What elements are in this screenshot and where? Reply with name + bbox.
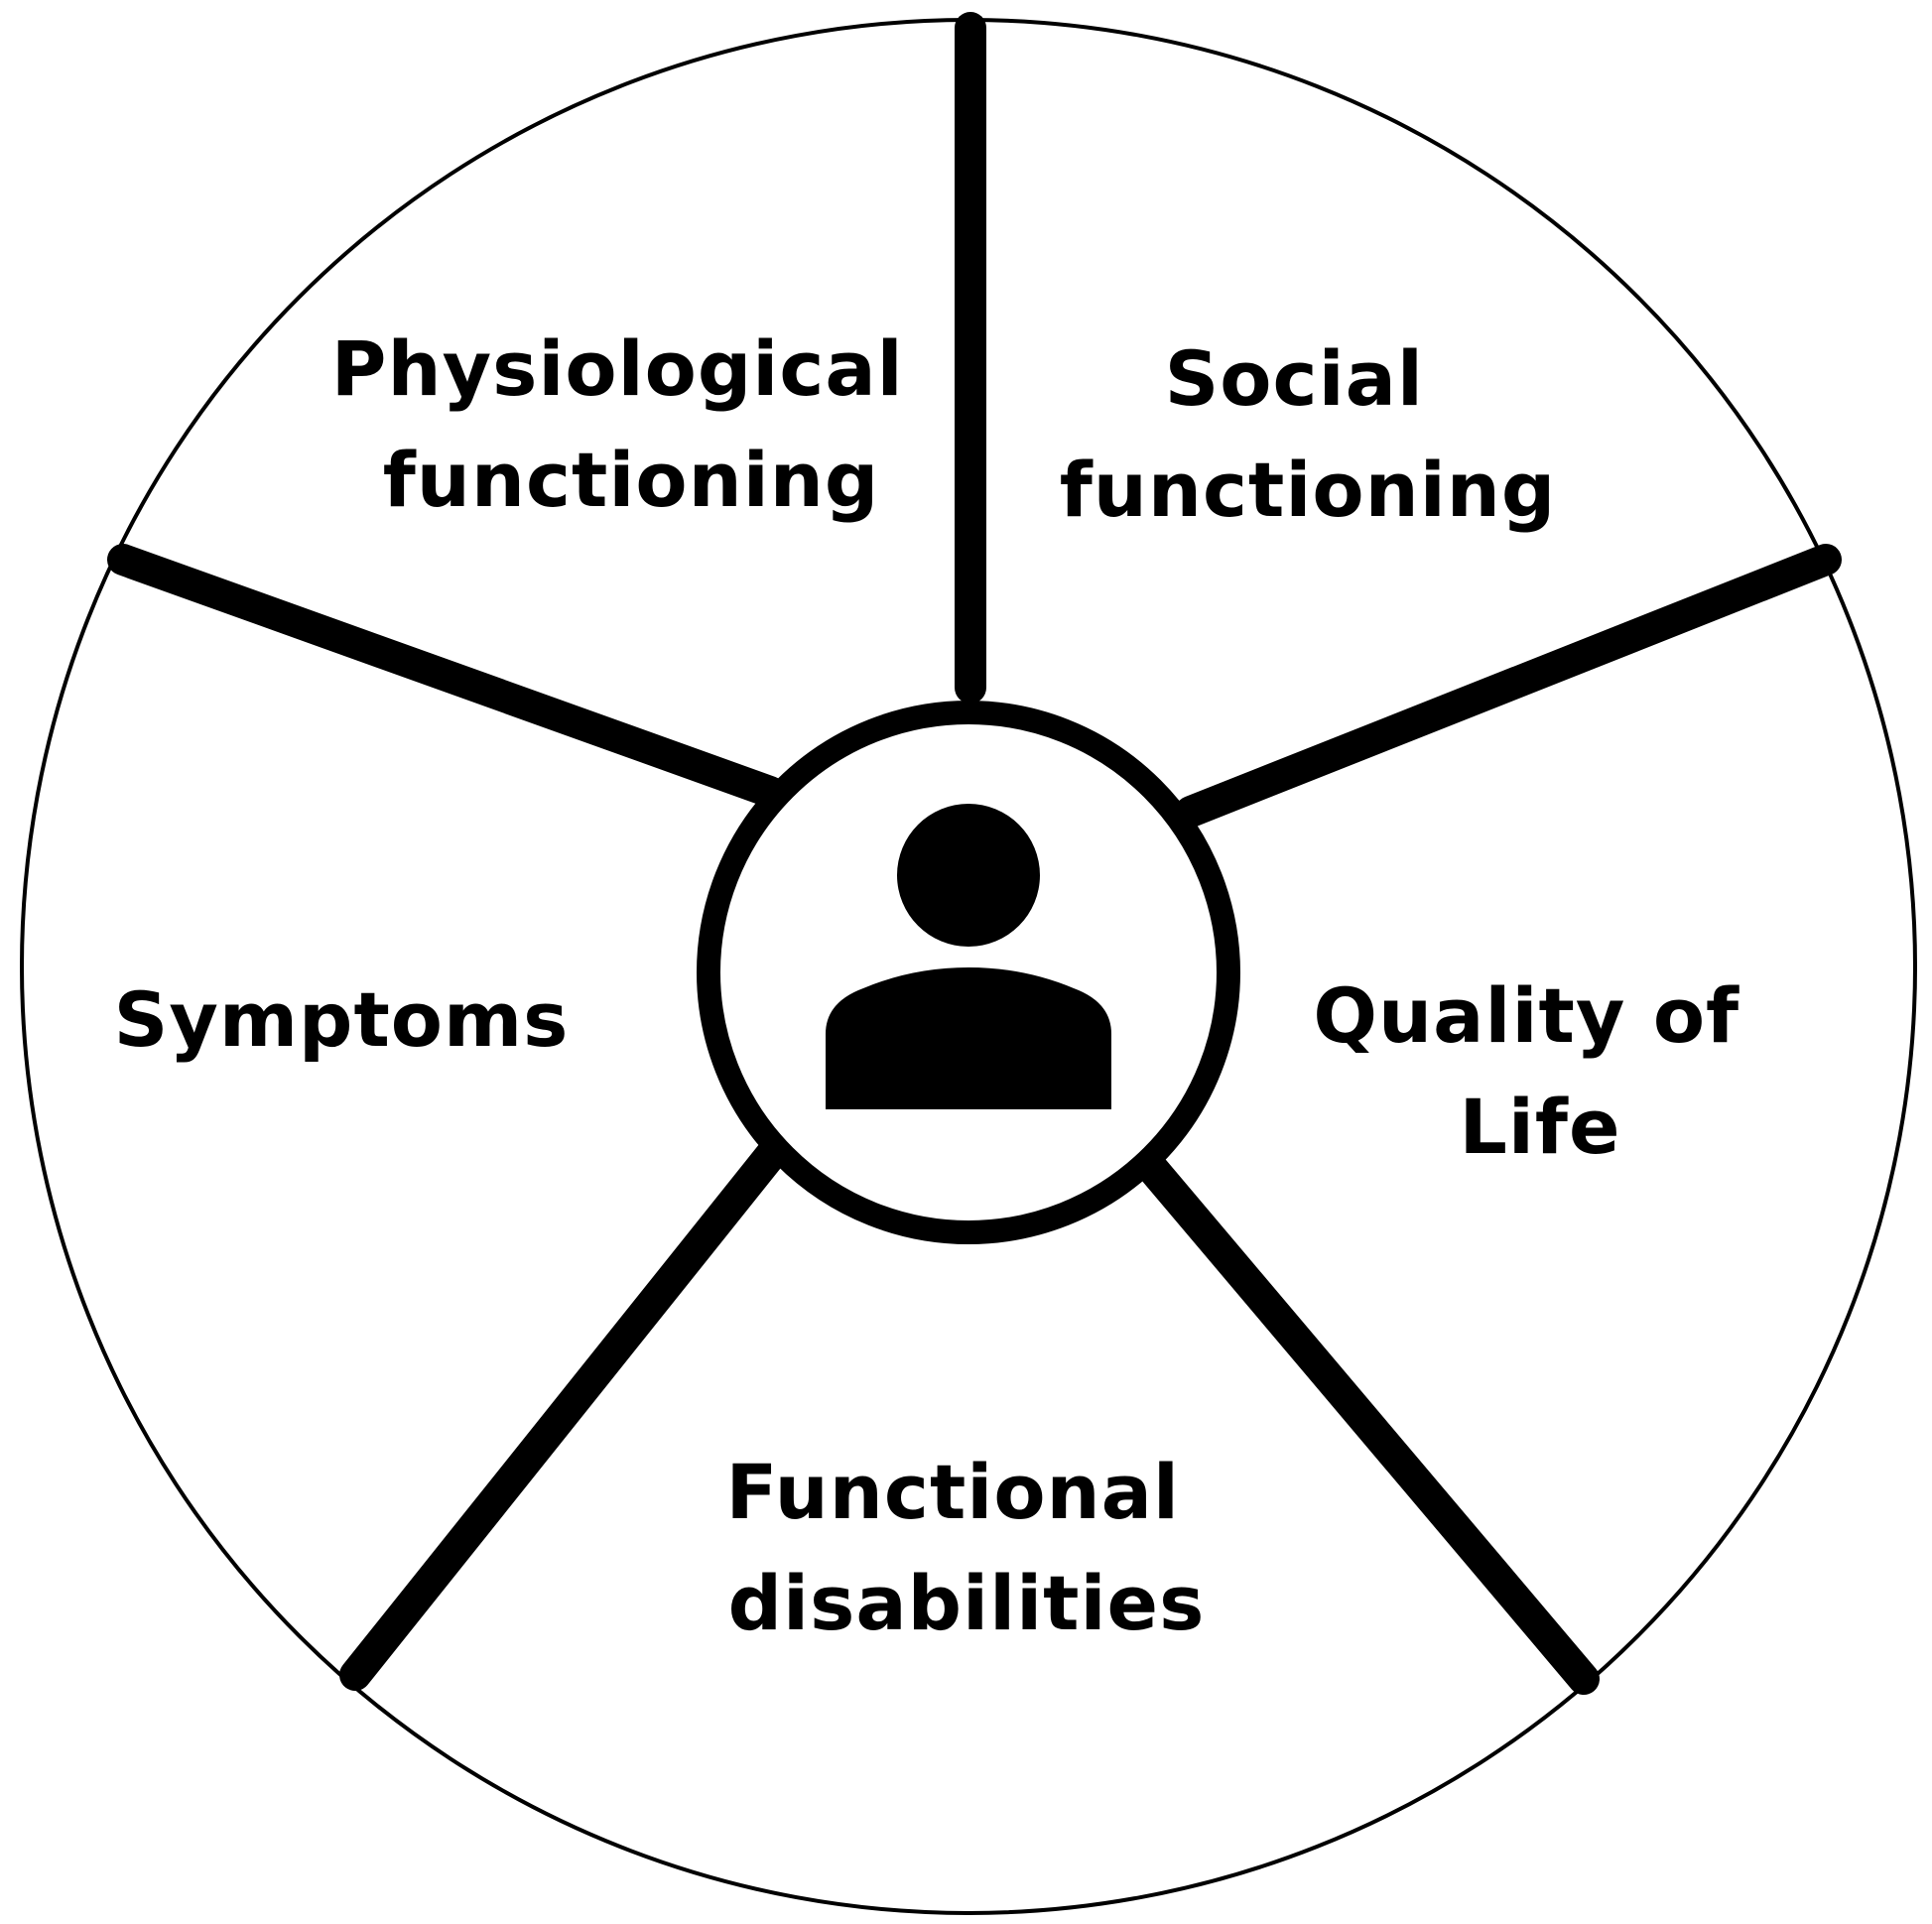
label-social-functioning: Social functioning xyxy=(1060,334,1557,534)
spoke-upper-right xyxy=(1175,544,1842,828)
label-functional-disabilities: Functional disabilities xyxy=(726,1448,1208,1647)
spoke-upper-left xyxy=(107,544,786,808)
spoke-lower-right xyxy=(1135,1151,1600,1695)
label-symptoms: Symptoms xyxy=(114,975,570,1064)
spoke-lower-left xyxy=(339,1135,790,1691)
person-icon xyxy=(826,804,1111,1109)
label-quality-of-life: Quality of Life xyxy=(1313,971,1766,1171)
label-physiological-functioning: Physiological functioning xyxy=(331,324,931,524)
